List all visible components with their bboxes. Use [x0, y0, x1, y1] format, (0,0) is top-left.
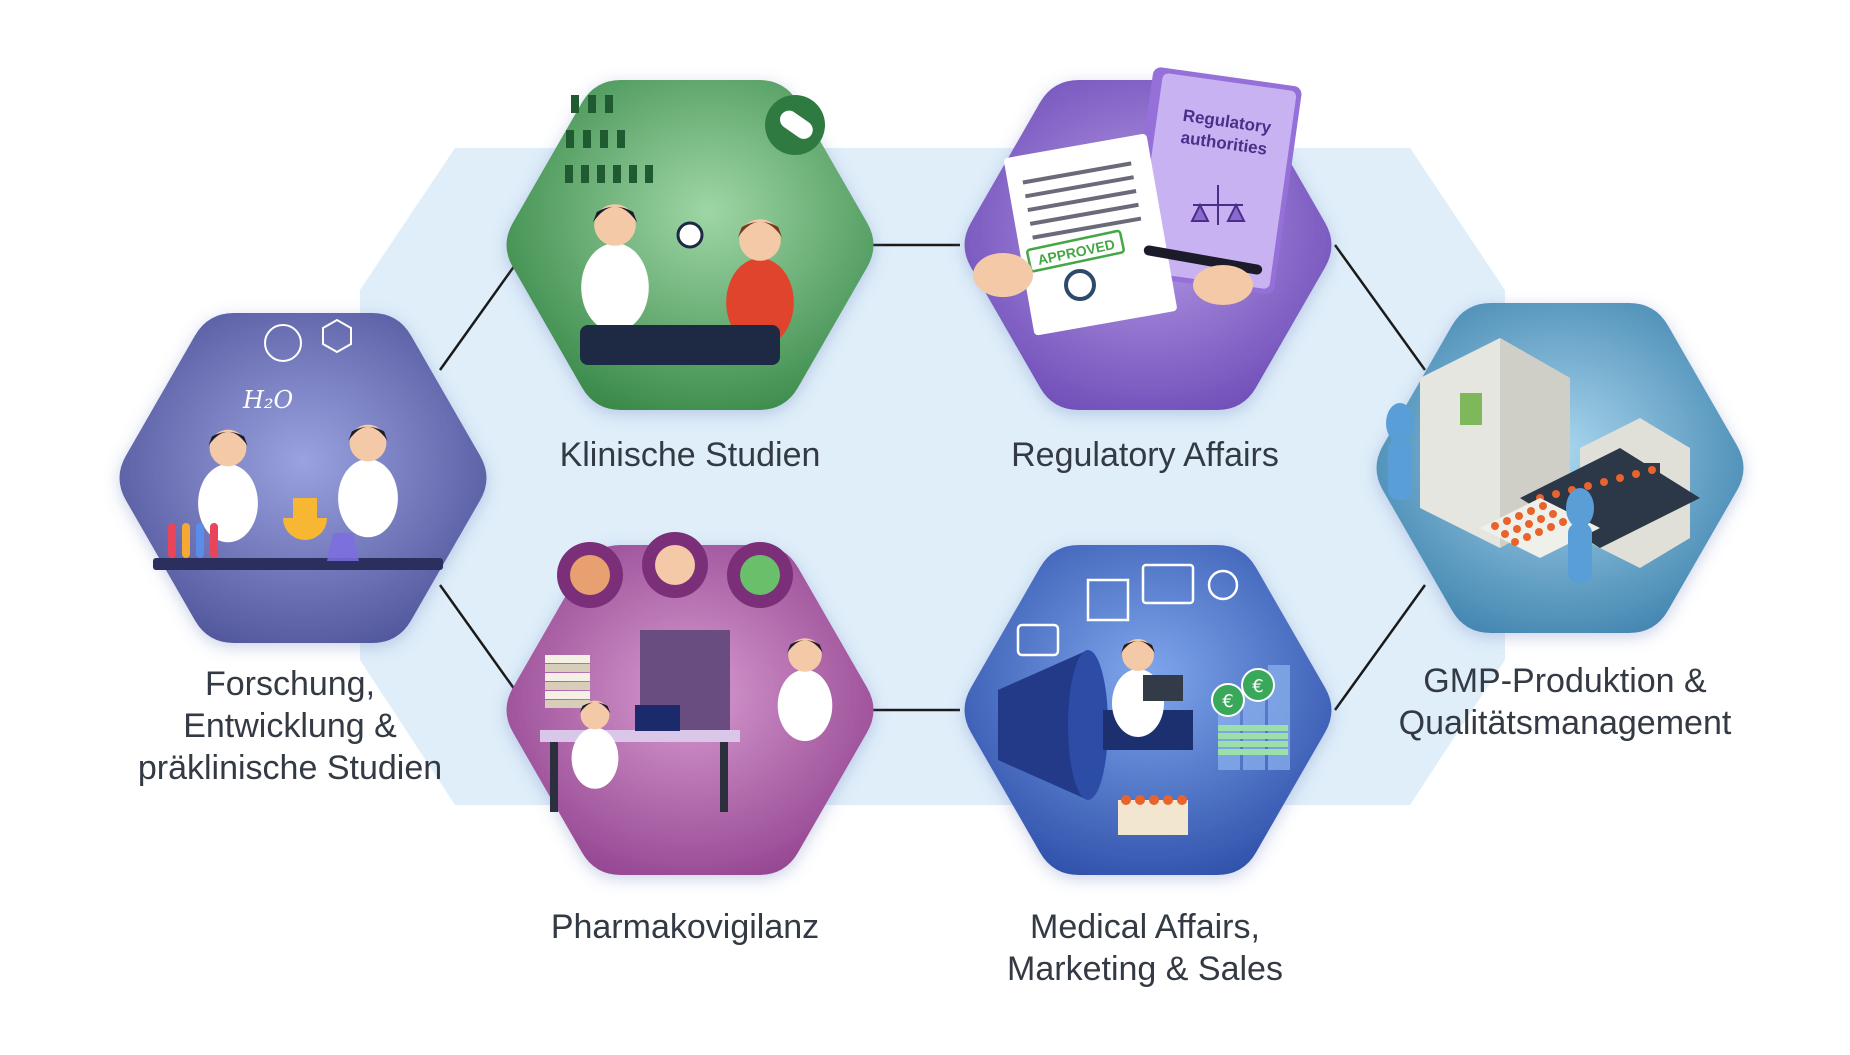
label-research-line-2: Entwicklung & — [183, 707, 397, 745]
label-medical: Medical Affairs, Marketing & Sales — [945, 906, 1345, 990]
office-workers-files-icon — [540, 532, 833, 812]
connector-lines — [438, 243, 1427, 712]
label-pharmacovigilance: Pharmakovigilanz — [485, 906, 885, 948]
label-regulatory: Regulatory Affairs — [945, 434, 1345, 476]
label-pharmacovigilance-line-1: Pharmakovigilanz — [550, 908, 820, 946]
label-research-line-1: Forschung, — [204, 665, 376, 703]
megaphone-laptop-euro-icon: €€ — [998, 563, 1290, 835]
connector-regulatory-gmp — [1333, 244, 1427, 371]
label-research-line-3: präklinische Studien — [137, 749, 443, 787]
production-line-cleanroom-icon — [1386, 338, 1700, 583]
svg-text:€: € — [1222, 691, 1233, 712]
connector-research-pharmacovigilance — [438, 584, 517, 691]
hexagon-pharmacovigilance — [506, 532, 874, 875]
svg-text:H₂O: H₂O — [242, 386, 294, 414]
svg-text:€: € — [1252, 676, 1263, 697]
label-research: Forschung, Entwicklung & präklinische St… — [90, 663, 490, 789]
label-gmp-line-1: GMP-Produktion & — [1423, 662, 1707, 700]
label-gmp: GMP-Produktion & Qualitätsmanagement — [1365, 660, 1765, 744]
hexagon-medical: €€ — [964, 545, 1332, 875]
label-regulatory-line-1: Regulatory Affairs — [1011, 436, 1279, 474]
laboratory-scientists-icon: H₂O — [153, 318, 443, 570]
hexagon-research: H₂O — [119, 313, 487, 643]
label-medical-line-2: Marketing & Sales — [1007, 950, 1283, 988]
label-clinical: Klinische Studien — [490, 434, 890, 476]
hexagon-clinical — [506, 80, 874, 410]
label-medical-line-1: Medical Affairs, — [1030, 908, 1260, 946]
doctor-patient-blood-pressure-icon — [565, 95, 825, 365]
label-clinical-line-1: Klinische Studien — [559, 436, 821, 474]
connector-research-clinical — [438, 264, 517, 371]
label-gmp-line-2: Qualitätsmanagement — [1398, 704, 1732, 742]
connector-medical-gmp — [1333, 584, 1427, 711]
hexagon-gmp — [1376, 303, 1744, 633]
